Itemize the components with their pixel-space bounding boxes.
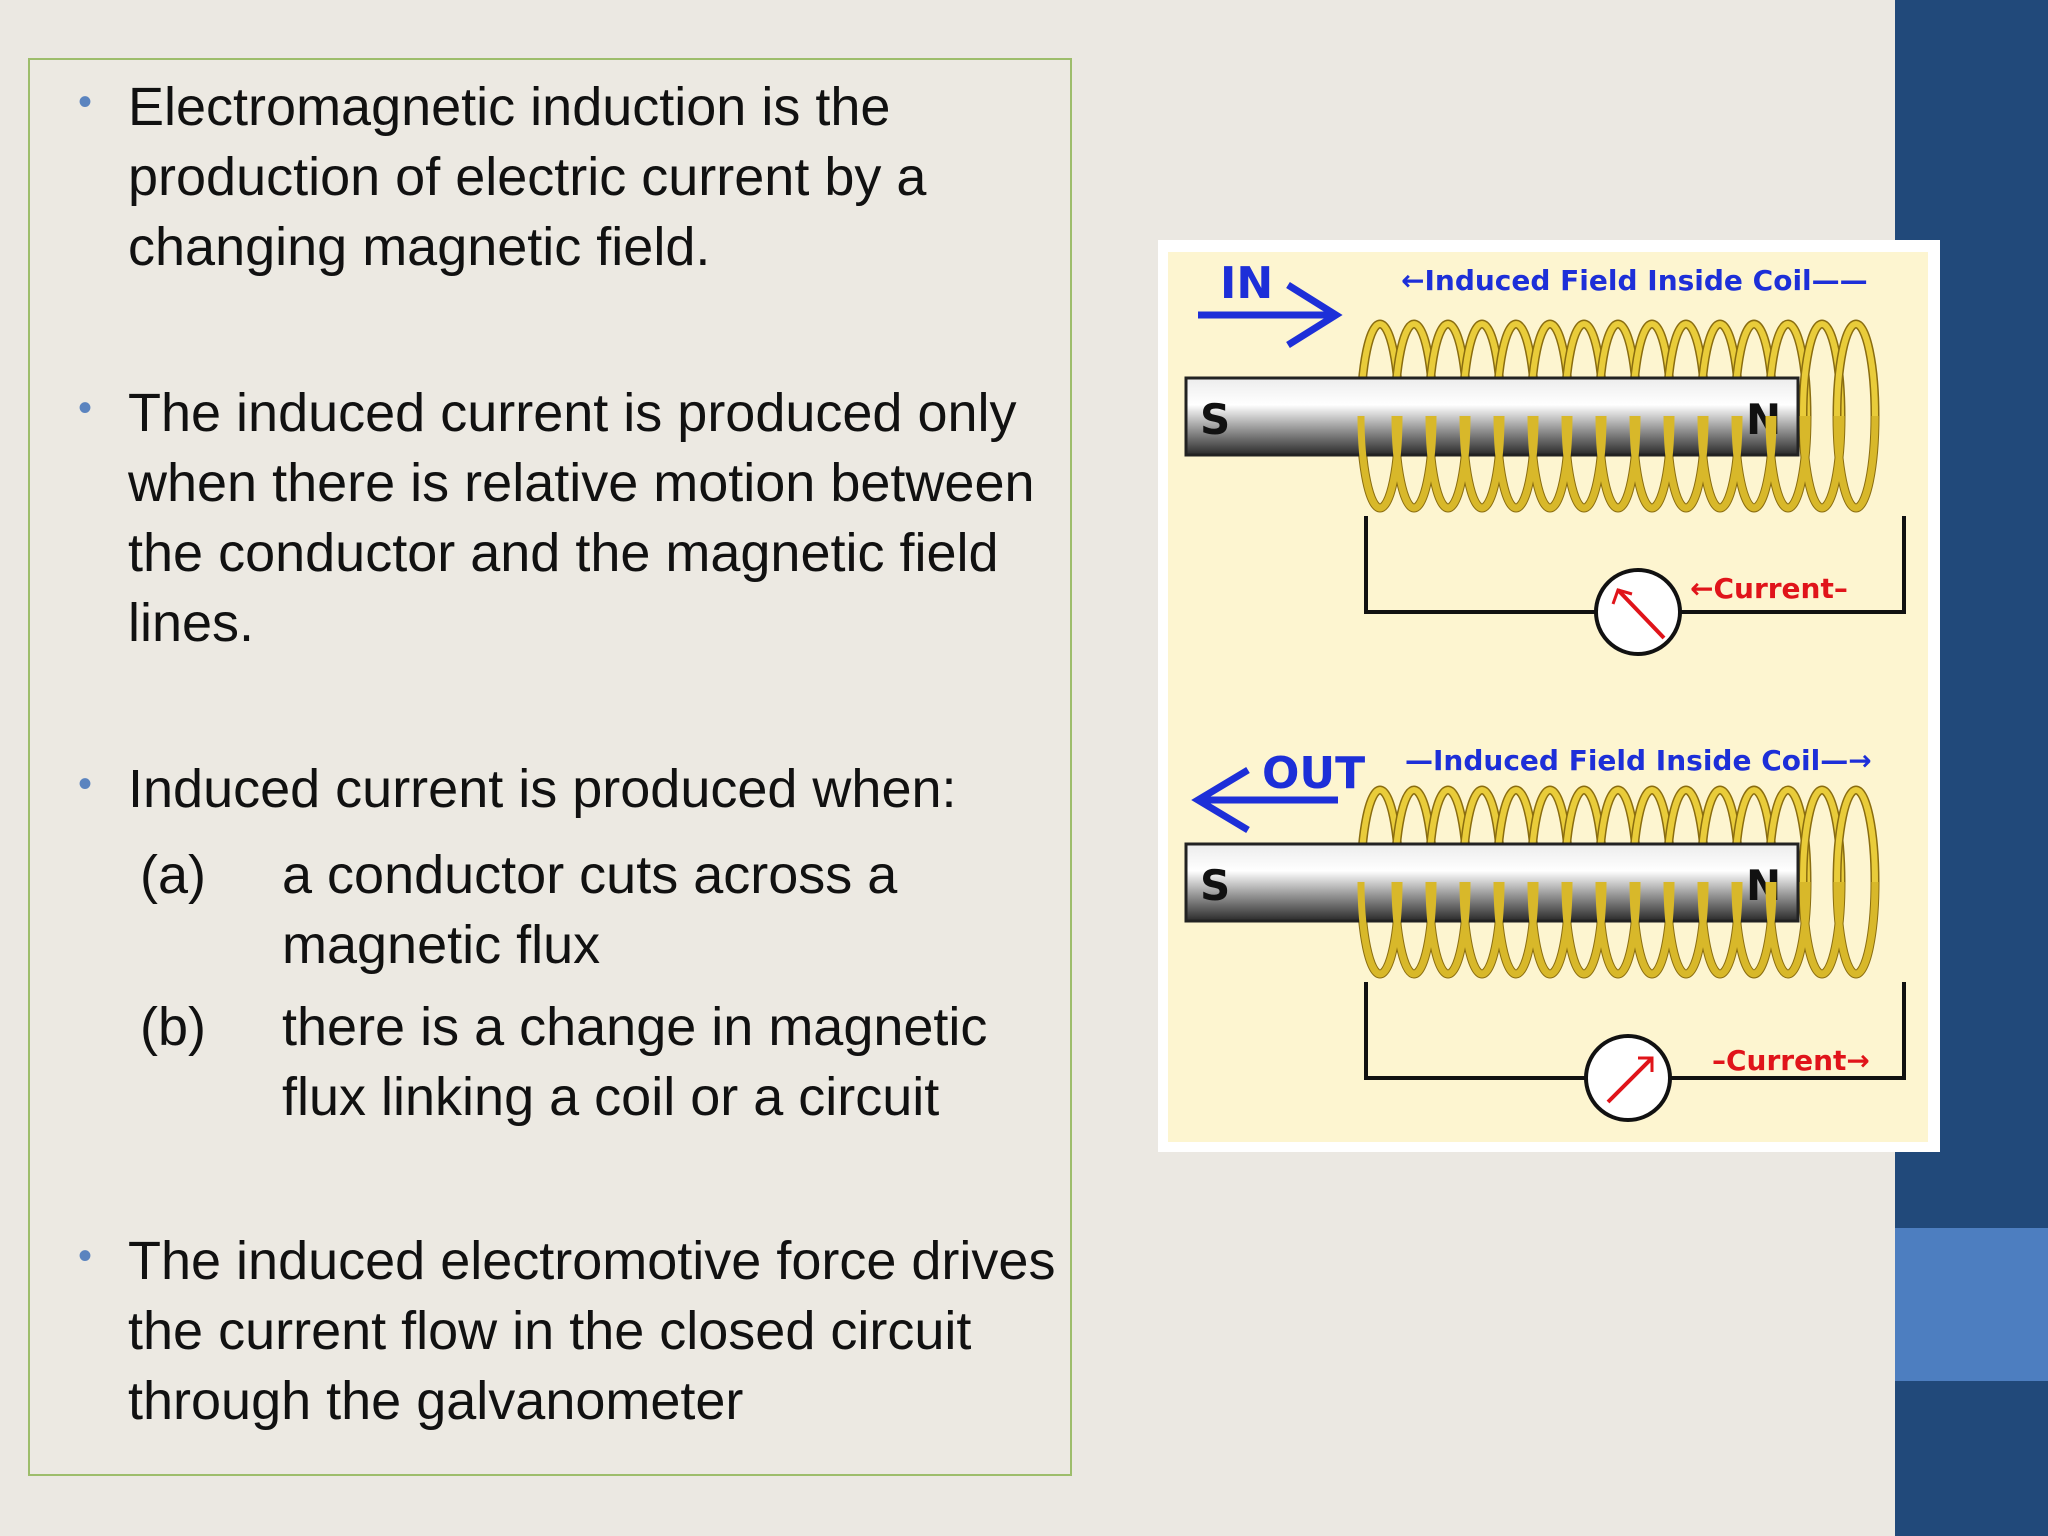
right-arrow-icon: [1198, 282, 1343, 348]
bullet-text: The induced electromotive force drives t…: [128, 1231, 1056, 1431]
motion-label-out: OUT: [1262, 748, 1365, 799]
condition-text: there is a change in magnetic flux linki…: [282, 997, 988, 1127]
condition-text: a conductor cuts across a magnetic flux: [282, 845, 898, 975]
bullet-text: Induced current is produced when:: [128, 759, 957, 819]
content-text-box: • Electromagnetic induction is the produ…: [28, 58, 1072, 1476]
coil-front-bottom: [1357, 881, 1879, 978]
coil-loop-front: [1833, 881, 1879, 978]
coil-front-top: [1357, 415, 1879, 512]
bar-magnet-bottom: [1184, 842, 1800, 923]
bullet-dot-icon: •: [78, 1234, 93, 1278]
magnet-s-label-top: S: [1200, 395, 1230, 444]
bullet-dot-icon: •: [78, 386, 93, 430]
current-label-bottom: –Current→: [1712, 1044, 1870, 1077]
galvanometer-icon: [1584, 1034, 1672, 1122]
coil-loop-top: [1834, 787, 1878, 883]
magnet-s-label-bottom: S: [1200, 861, 1230, 910]
panel-magnet-in: IN ←Induced Field Inside Coil—— S N ←Cur…: [1184, 258, 1906, 656]
condition-label: (b): [140, 997, 206, 1057]
motion-label-in: IN: [1220, 258, 1273, 309]
galvanometer-icon: [1594, 568, 1682, 656]
bullet-text: Electromagnetic induction is the product…: [128, 77, 927, 277]
coil-loop-front: [1833, 415, 1879, 512]
side-bar-accent: [1895, 1228, 2048, 1381]
condition-label: (a): [140, 845, 206, 905]
bullet-dot-icon: •: [78, 762, 93, 806]
field-label-bottom: —Induced Field Inside Coil—→: [1405, 744, 1872, 777]
bar-magnet-top: [1184, 376, 1800, 457]
bullet-dot-icon: •: [78, 80, 93, 124]
left-arrow-icon: [1191, 766, 1338, 834]
coil-loop-top: [1834, 321, 1878, 417]
panel-magnet-out: OUT —Induced Field Inside Coil—→ S N –Cu…: [1184, 744, 1906, 1122]
induction-diagram: IN ←Induced Field Inside Coil—— S N ←Cur…: [1158, 240, 1940, 1152]
field-label-top: ←Induced Field Inside Coil——: [1401, 264, 1868, 297]
current-label-top: ←Current–: [1690, 572, 1848, 605]
bullet-text: The induced current is produced only whe…: [128, 383, 1035, 653]
